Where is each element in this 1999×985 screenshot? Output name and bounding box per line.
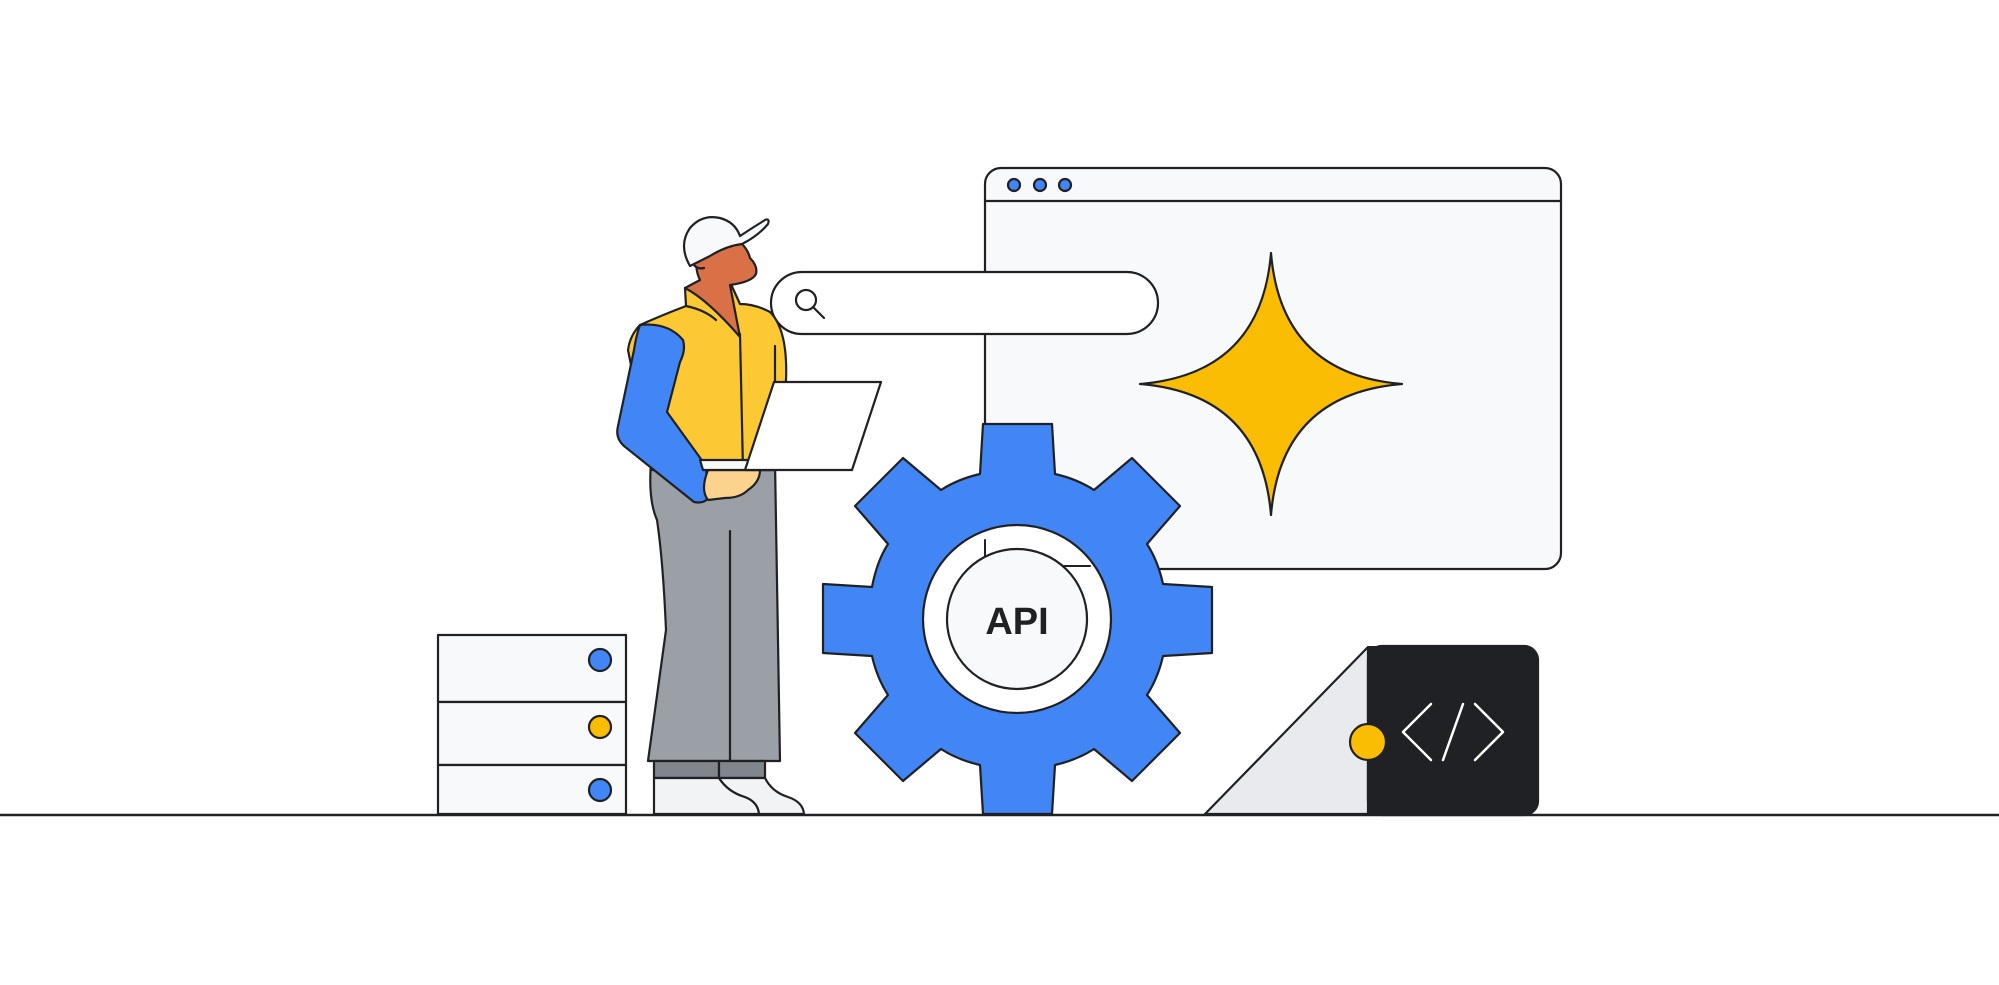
- sock: [717, 759, 767, 780]
- sparkle-icon: [1138, 251, 1404, 517]
- api-gear[interactable]: API: [821, 422, 1214, 816]
- search-icon: [794, 288, 826, 320]
- sock: [652, 759, 721, 780]
- search-bar[interactable]: [769, 270, 1160, 336]
- pants: [646, 460, 782, 763]
- connector-dot-icon: [1348, 722, 1388, 762]
- server-stack: [436, 633, 628, 816]
- server-status-light-icon: [587, 714, 613, 740]
- code-block: [1203, 644, 1540, 817]
- window-dot-icon[interactable]: [1006, 177, 1022, 193]
- shirt-zipper: [738, 332, 745, 472]
- window-dot-icon[interactable]: [1032, 177, 1048, 193]
- laptop-screen[interactable]: [743, 380, 883, 472]
- server-status-light-icon: [587, 777, 613, 803]
- server-status-light-icon: [587, 647, 613, 673]
- arm: [616, 323, 710, 504]
- api-label: API: [985, 601, 1048, 643]
- cap: [682, 216, 770, 268]
- person-developer: [616, 216, 883, 816]
- hand: [702, 468, 762, 502]
- window-dot-icon[interactable]: [1057, 177, 1073, 193]
- collar-line: [684, 304, 718, 322]
- wedge-shape: [1203, 645, 1370, 816]
- code-icon: [1401, 702, 1505, 762]
